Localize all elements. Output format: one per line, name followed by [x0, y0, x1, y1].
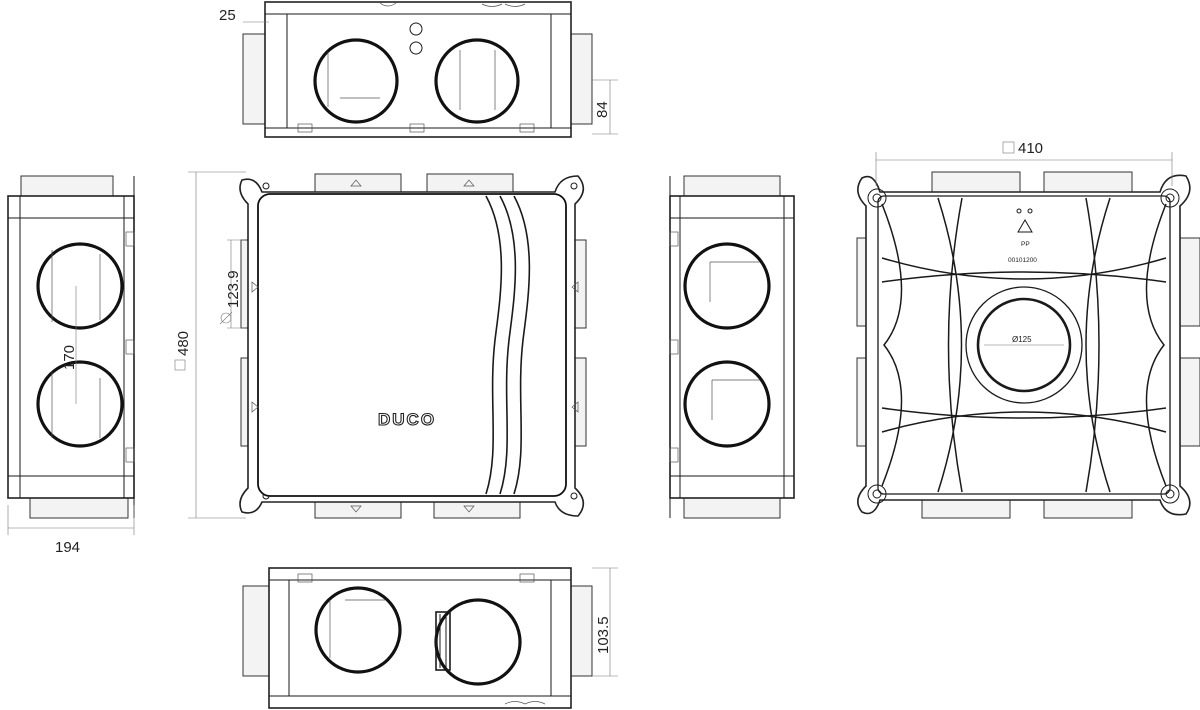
- housing-outline: [268, 567, 572, 709]
- dim-body-width: 194: [55, 539, 80, 556]
- damper-flap: [435, 611, 451, 671]
- dim-top-view-height: 84: [594, 101, 611, 118]
- center-opening-label: Ø125: [1012, 335, 1032, 344]
- right-spigot: [567, 33, 593, 125]
- housing-outline: [669, 195, 795, 499]
- duct-port-left: [313, 38, 399, 124]
- housing-outline: [264, 1, 572, 138]
- dim-duct-diameter: 123.9: [225, 270, 242, 308]
- dim-overall-width: 410: [1018, 140, 1043, 157]
- duct-port-lower: [36, 360, 124, 448]
- dim-spigot-spacing: 170: [61, 345, 78, 370]
- front-view: DUCO 480 123.9: [174, 171, 587, 519]
- rear-view: Ø125 PP 00101200 410: [856, 140, 1200, 519]
- right-side-view: [669, 175, 795, 519]
- dim-flange-offset: 25: [219, 7, 236, 24]
- dim-overall-height: 480: [175, 331, 192, 356]
- duct-port-upper: [36, 242, 124, 330]
- brand-logo: DUCO: [378, 410, 436, 429]
- material-marking: PP: [1021, 241, 1030, 248]
- duct-port-right: [434, 38, 520, 124]
- left-side-view: 170 194: [7, 175, 135, 556]
- duct-port-lower: [683, 360, 771, 448]
- top-elevation-view: 25 84: [219, 1, 618, 138]
- duct-port-left: [314, 586, 402, 674]
- top-spigot: [20, 175, 114, 199]
- front-cover: [257, 193, 567, 497]
- bottom-elevation-view: 103.5: [242, 567, 618, 709]
- part-number: 00101200: [1008, 257, 1037, 264]
- dim-bottom-view-height: 103.5: [595, 616, 612, 654]
- duct-port-upper: [683, 242, 771, 330]
